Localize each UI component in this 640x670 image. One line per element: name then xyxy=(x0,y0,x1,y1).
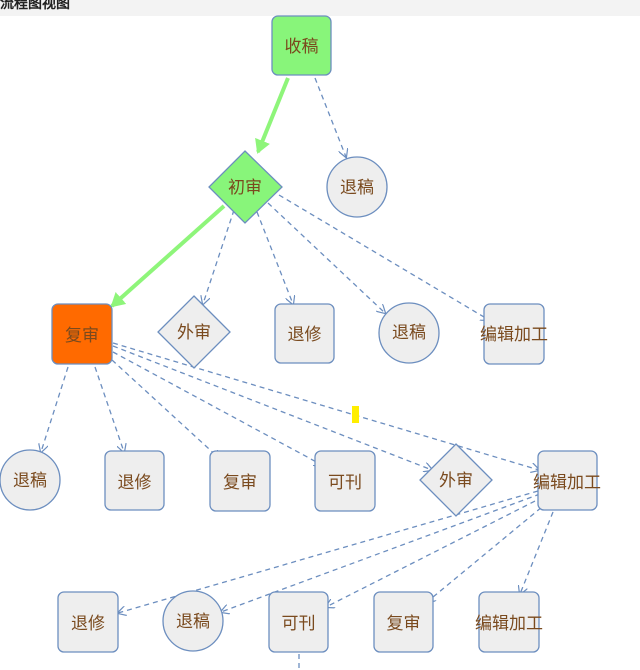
view-title: 流程图视图 xyxy=(0,0,70,12)
edge-fushen-kekan xyxy=(112,351,322,465)
node-label: 编辑加工 xyxy=(480,325,548,345)
node-label: 退稿 xyxy=(392,323,426,343)
node-label: 可刊 xyxy=(282,614,316,634)
edge-fushen-tuixiu xyxy=(94,366,124,452)
node-label: 外审 xyxy=(177,323,211,343)
node-bianji-2[interactable]: 编辑加工 xyxy=(533,450,601,511)
node-tuixiu-2[interactable]: 退修 xyxy=(104,450,165,511)
node-fushen-2[interactable]: 复审 xyxy=(209,450,271,512)
edge-shougao-tuigao xyxy=(314,77,346,157)
node-bianji-3[interactable]: 编辑加工 xyxy=(475,591,543,653)
node-tuigao-4[interactable]: 退稿 xyxy=(162,590,224,652)
edge-chushen-fushen xyxy=(110,204,226,308)
node-tuigao-1[interactable]: 退稿 xyxy=(326,156,388,218)
node-label: 复审 xyxy=(223,473,257,493)
node-label: 复审 xyxy=(65,326,99,346)
edge-fushen-bianji xyxy=(112,342,539,470)
node-label: 退稿 xyxy=(176,612,210,632)
node-label: 初审 xyxy=(228,178,262,198)
edge-fushen-fushen xyxy=(111,359,220,459)
edge-fushen-waishen xyxy=(112,345,432,470)
node-label: 退修 xyxy=(288,325,322,345)
node-label: 退稿 xyxy=(13,471,47,491)
edge-shougao-chushen xyxy=(255,77,290,154)
node-label: 收稿 xyxy=(285,37,319,57)
edge-chushen-waishen xyxy=(203,209,235,304)
node-waishen-2[interactable]: 外审 xyxy=(419,443,493,517)
dashed-edges xyxy=(41,77,554,670)
node-bianji-1[interactable]: 编辑加工 xyxy=(480,303,548,365)
highlight-marker xyxy=(352,406,359,423)
node-waishen-1[interactable]: 外审 xyxy=(157,295,231,369)
node-label: 编辑加工 xyxy=(475,614,543,634)
node-fushen-current[interactable]: 复审 xyxy=(51,303,113,365)
node-label: 退稿 xyxy=(340,178,374,198)
node-label: 复审 xyxy=(387,614,421,634)
node-tuigao-2[interactable]: 退稿 xyxy=(378,302,440,364)
edge-bianji-kekan xyxy=(326,496,544,607)
node-label: 编辑加工 xyxy=(533,473,601,493)
node-kekan-2[interactable]: 可刊 xyxy=(268,591,329,653)
edge-fushen-tuigao xyxy=(41,366,69,452)
node-tuixiu-3[interactable]: 退修 xyxy=(57,591,119,653)
node-label: 外审 xyxy=(439,471,473,491)
edge-chushen-bianji xyxy=(278,194,489,320)
edge-bianji-fushen xyxy=(427,501,549,602)
node-fushen-3[interactable]: 复审 xyxy=(373,591,434,653)
node-tuixiu-1[interactable]: 退修 xyxy=(274,303,335,364)
edge-chushen-tuixiu xyxy=(256,211,293,304)
node-label: 可刊 xyxy=(328,473,362,493)
top-bar: 流程图视图 xyxy=(0,0,640,16)
edge-chushen-tuigao xyxy=(267,202,385,313)
node-shougao[interactable]: 收稿 xyxy=(271,15,332,76)
node-label: 退修 xyxy=(118,473,152,493)
node-chushen[interactable]: 初审 xyxy=(208,150,283,224)
node-label: 退修 xyxy=(71,614,105,634)
edge-bianji-bianji xyxy=(520,511,554,594)
node-kekan-1[interactable]: 可刊 xyxy=(314,450,376,512)
node-tuigao-3[interactable]: 退稿 xyxy=(0,449,61,511)
